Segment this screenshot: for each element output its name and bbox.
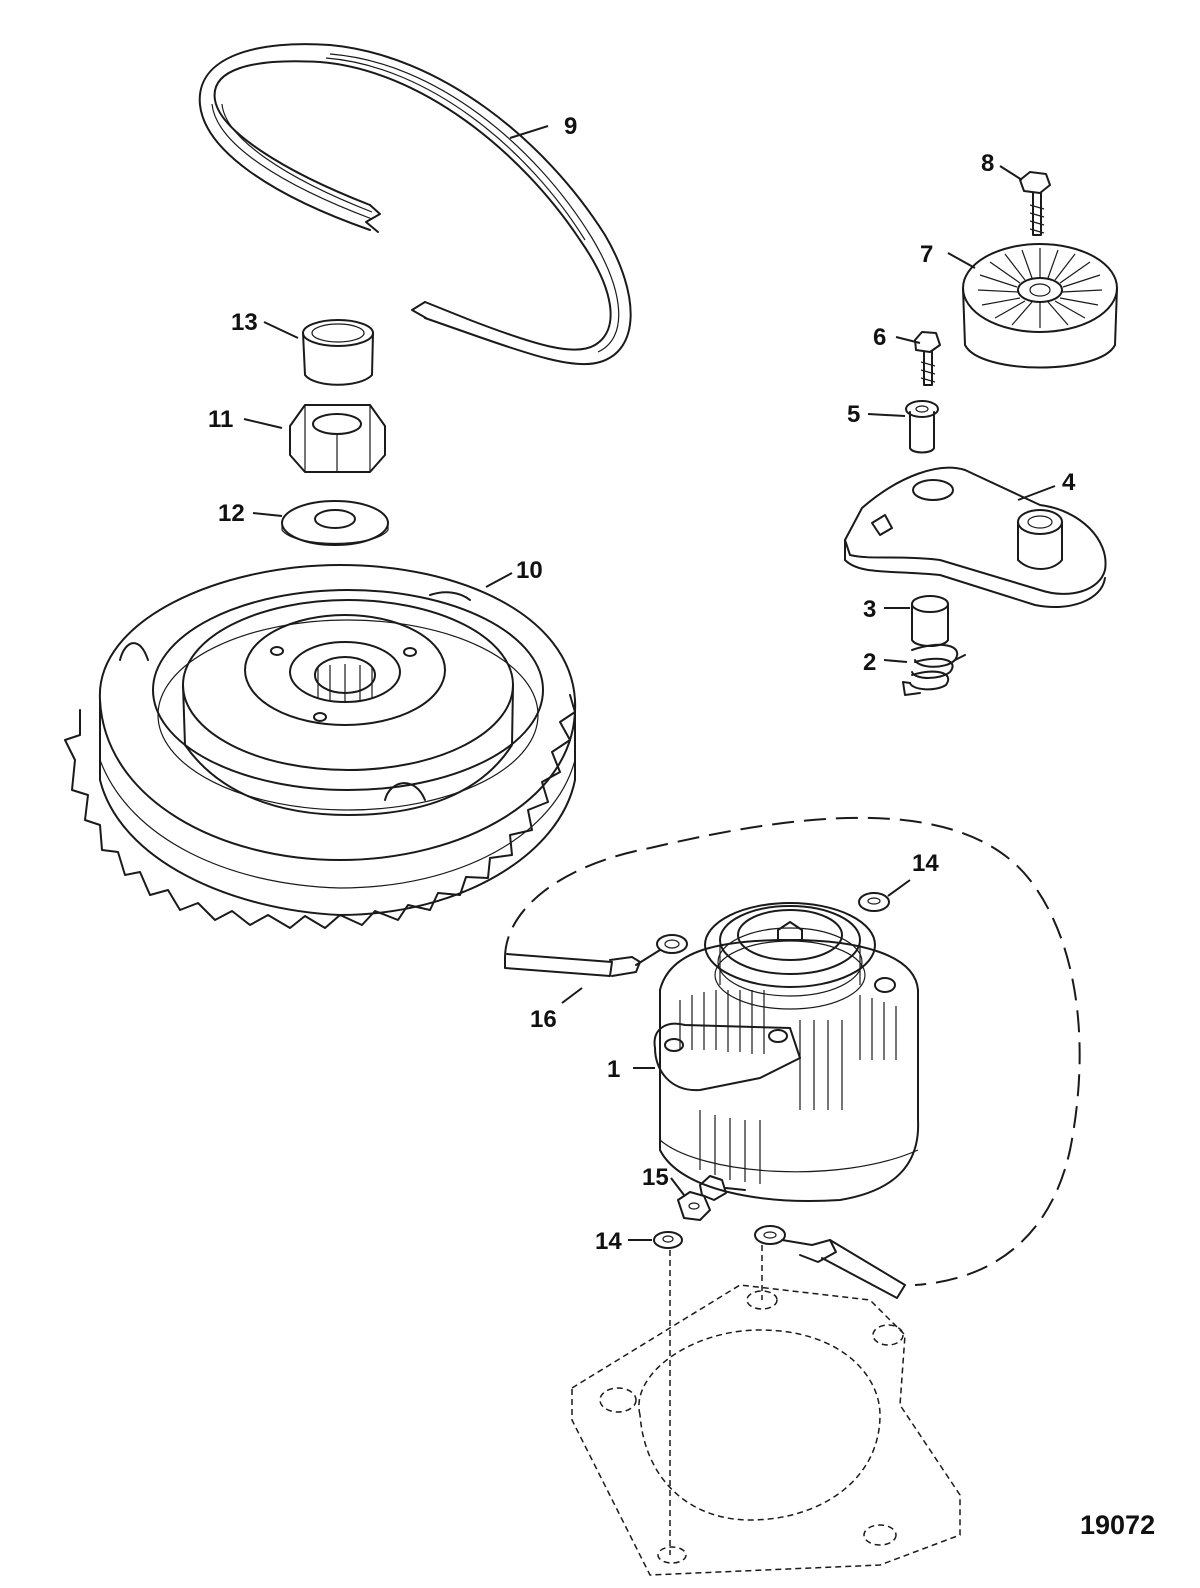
callout-14-lower: 14 xyxy=(595,1228,622,1255)
tensioner-arm xyxy=(844,466,1107,608)
torsion-spring xyxy=(902,643,966,696)
callout-16: 16 xyxy=(530,1006,557,1033)
callout-5: 5 xyxy=(847,401,860,428)
battery-lead xyxy=(754,1225,906,1299)
callout-6: 6 xyxy=(873,324,886,351)
sleeve-bushing xyxy=(911,595,949,647)
callout-9: 9 xyxy=(564,113,577,140)
callout-14-upper: 14 xyxy=(912,850,939,877)
hex-nut xyxy=(289,404,386,473)
callout-13: 13 xyxy=(231,309,258,336)
alternator xyxy=(653,902,920,1202)
washer-14-lower xyxy=(653,1231,683,1249)
callout-4: 4 xyxy=(1062,469,1076,496)
leader-lines xyxy=(243,125,1056,1241)
callout-3: 3 xyxy=(863,596,876,623)
cap-screw-6 xyxy=(914,331,941,386)
ground-lead-16 xyxy=(504,934,688,977)
wire-harness-path xyxy=(504,816,1081,1286)
callout-7: 7 xyxy=(920,241,933,268)
spacer xyxy=(905,400,939,454)
washer-14-upper xyxy=(858,892,890,912)
idler-pulley xyxy=(962,243,1118,369)
callout-labels: 1 2 3 4 5 6 7 8 9 10 11 12 13 14 14 15 1… xyxy=(208,113,1076,1255)
callout-8: 8 xyxy=(981,150,994,177)
figure-number: 19072 xyxy=(1080,1510,1155,1540)
flat-washer xyxy=(281,500,389,546)
callout-1: 1 xyxy=(607,1056,620,1083)
mounting-plate-phantom xyxy=(571,1245,961,1576)
drive-belt xyxy=(198,43,632,366)
callout-15: 15 xyxy=(642,1164,669,1191)
callout-11: 11 xyxy=(208,406,233,433)
cap-screw-8 xyxy=(1019,171,1051,236)
callout-12: 12 xyxy=(218,500,245,527)
nut-15 xyxy=(677,1191,711,1221)
callout-2: 2 xyxy=(863,649,876,676)
flywheel xyxy=(64,564,577,929)
callout-10: 10 xyxy=(516,557,543,584)
bushing xyxy=(302,319,374,386)
